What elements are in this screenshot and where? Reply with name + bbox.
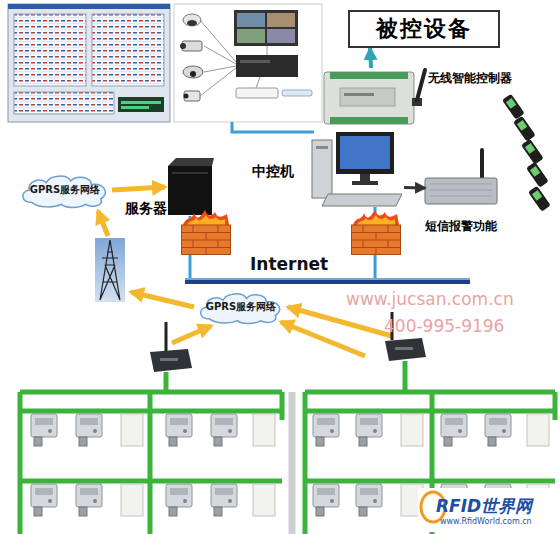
logo-url: www.RfidWorld.com.cn xyxy=(440,517,532,526)
watermark: www.jucsan.com.cn xyxy=(346,289,514,309)
network-cloud: GPRS服务网络 xyxy=(18,172,112,208)
device-label: 服务器 xyxy=(125,200,167,218)
computer xyxy=(312,132,402,206)
sms-modem xyxy=(425,150,497,204)
connector xyxy=(368,48,373,68)
logo-backdrop xyxy=(418,488,558,532)
sms-node: 短信报警功能 xyxy=(425,176,497,206)
radio-tower xyxy=(95,238,125,302)
connector xyxy=(112,187,165,190)
cable xyxy=(232,122,314,132)
separator xyxy=(289,392,296,534)
computer-node: 中控机 xyxy=(312,132,404,207)
watermark: 400-995-9196 xyxy=(384,316,504,336)
mobile-phones xyxy=(502,94,551,212)
software-screenshot xyxy=(8,4,170,122)
sensor-bus xyxy=(20,361,555,534)
controller-device xyxy=(324,70,425,124)
connector xyxy=(404,186,425,190)
device-label: 无线智能控制器 xyxy=(428,70,512,87)
bar-label: Internet xyxy=(250,254,328,274)
internet-bar: Internet xyxy=(185,278,470,284)
device-label: 短信报警功能 xyxy=(425,218,497,235)
cloud-label: GPRS服务网络 xyxy=(196,290,286,324)
firewall xyxy=(351,210,401,255)
camera-diagram xyxy=(174,4,322,122)
target-box: 被控设备 xyxy=(348,10,500,48)
box-title: 被控设备 xyxy=(350,12,498,46)
logo-text: RFID世界网 xyxy=(436,495,532,518)
controller-node: 无线智能控制器 xyxy=(322,68,420,128)
server-tower xyxy=(168,158,214,215)
firewall xyxy=(181,210,231,255)
device-label: 中控机 xyxy=(252,163,294,181)
server-node: 服务器 xyxy=(165,158,215,216)
network-cloud: GPRS服务网络 xyxy=(196,290,286,324)
cloud-label: GPRS服务网络 xyxy=(18,172,112,208)
